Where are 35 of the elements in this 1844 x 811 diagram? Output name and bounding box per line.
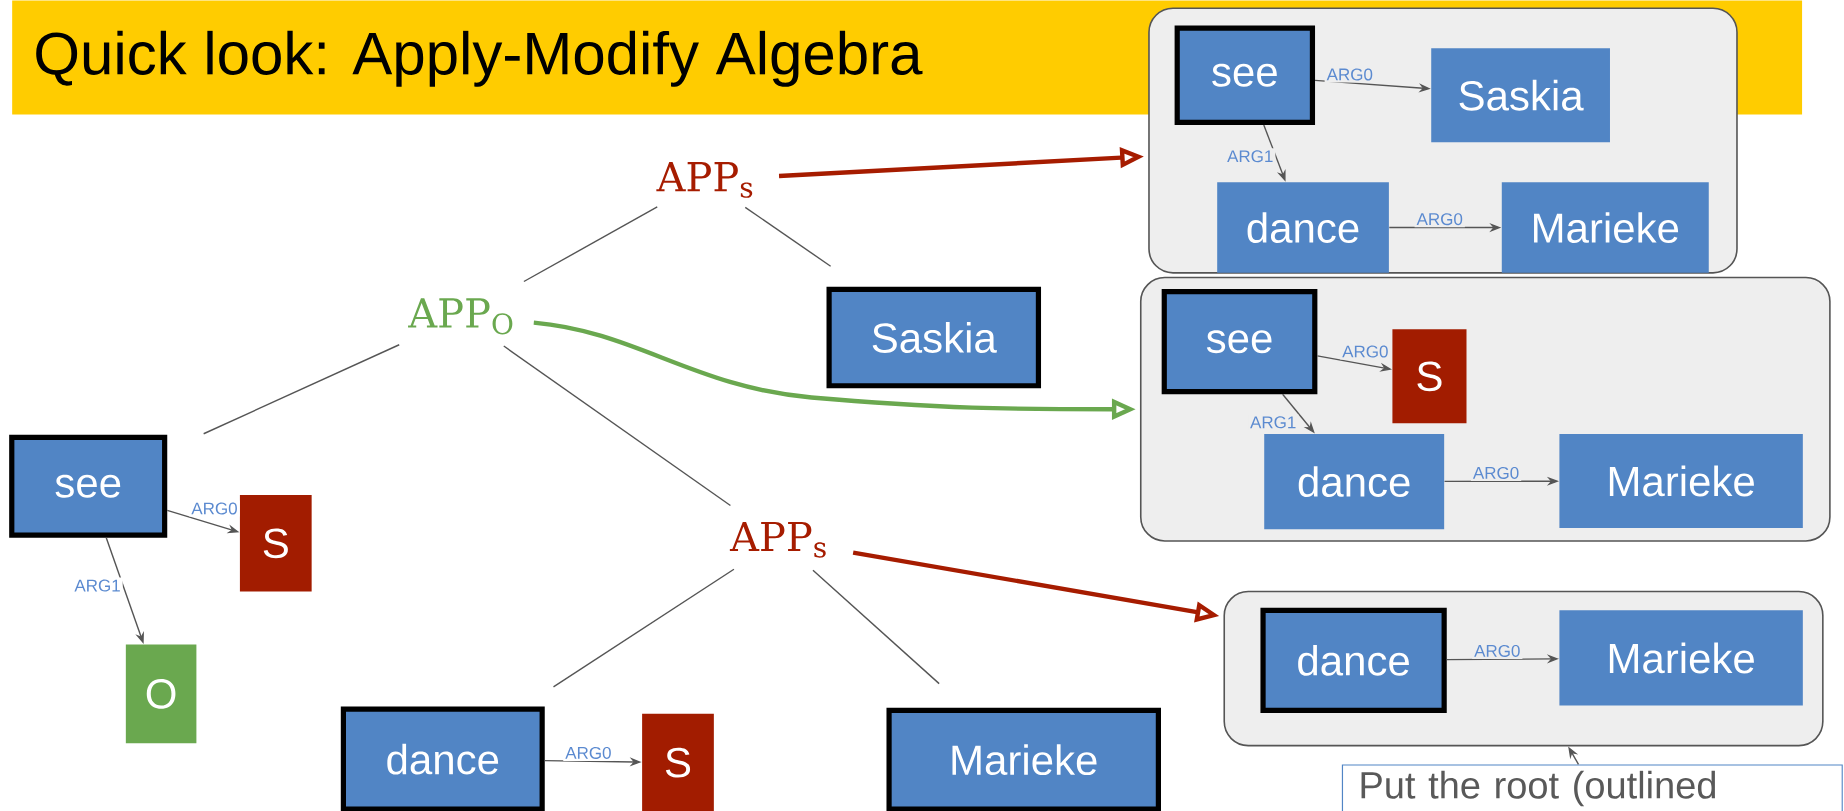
concept-box: dance [1264, 433, 1445, 529]
tree-branch [744, 206, 832, 267]
edge-label: ARG0 [563, 744, 614, 761]
operation-label: APP$_{O}$ [408, 298, 513, 335]
edge-label: ARG1 [1225, 148, 1276, 165]
concept-box: Marieke [1559, 610, 1803, 706]
concept-box: Saskia [826, 286, 1042, 389]
variable-box: S [239, 494, 312, 592]
title: Quick look: Apply-Modify Algebra [36, 30, 923, 87]
concept-box: Marieke [1559, 433, 1803, 528]
variable-box: O [125, 644, 197, 743]
concept-box: dance [340, 706, 545, 811]
tree-branch [523, 206, 658, 282]
concept-box: Marieke [1501, 182, 1709, 273]
edge-label: ARG0 [1324, 66, 1375, 83]
variable-box: S [642, 713, 714, 811]
concept-box: see [1174, 25, 1316, 125]
edge-label: ARG1 [72, 577, 123, 594]
concept-box: dance [1260, 607, 1447, 713]
operation-label: APP$_{s}$ [656, 161, 753, 198]
concept-box: dance [1217, 182, 1389, 273]
edge-label: ARG1 [1248, 414, 1299, 431]
tree-branch [503, 345, 732, 506]
tree-branch [552, 568, 735, 688]
concept-box: see [1161, 288, 1318, 394]
concept-box: Saskia [1431, 48, 1610, 143]
tree-branch [202, 343, 400, 435]
edge-label: ARG0 [189, 500, 240, 517]
concept-box: see [9, 434, 168, 538]
edge-label: ARG0 [1340, 343, 1391, 360]
operation-label: APP$_{s}$ [729, 521, 826, 558]
tree-branch [812, 569, 940, 685]
variable-box: S [1392, 329, 1467, 424]
concept-box: Marieke [886, 707, 1161, 811]
note-box: Put the root (outlined [1341, 764, 1843, 811]
